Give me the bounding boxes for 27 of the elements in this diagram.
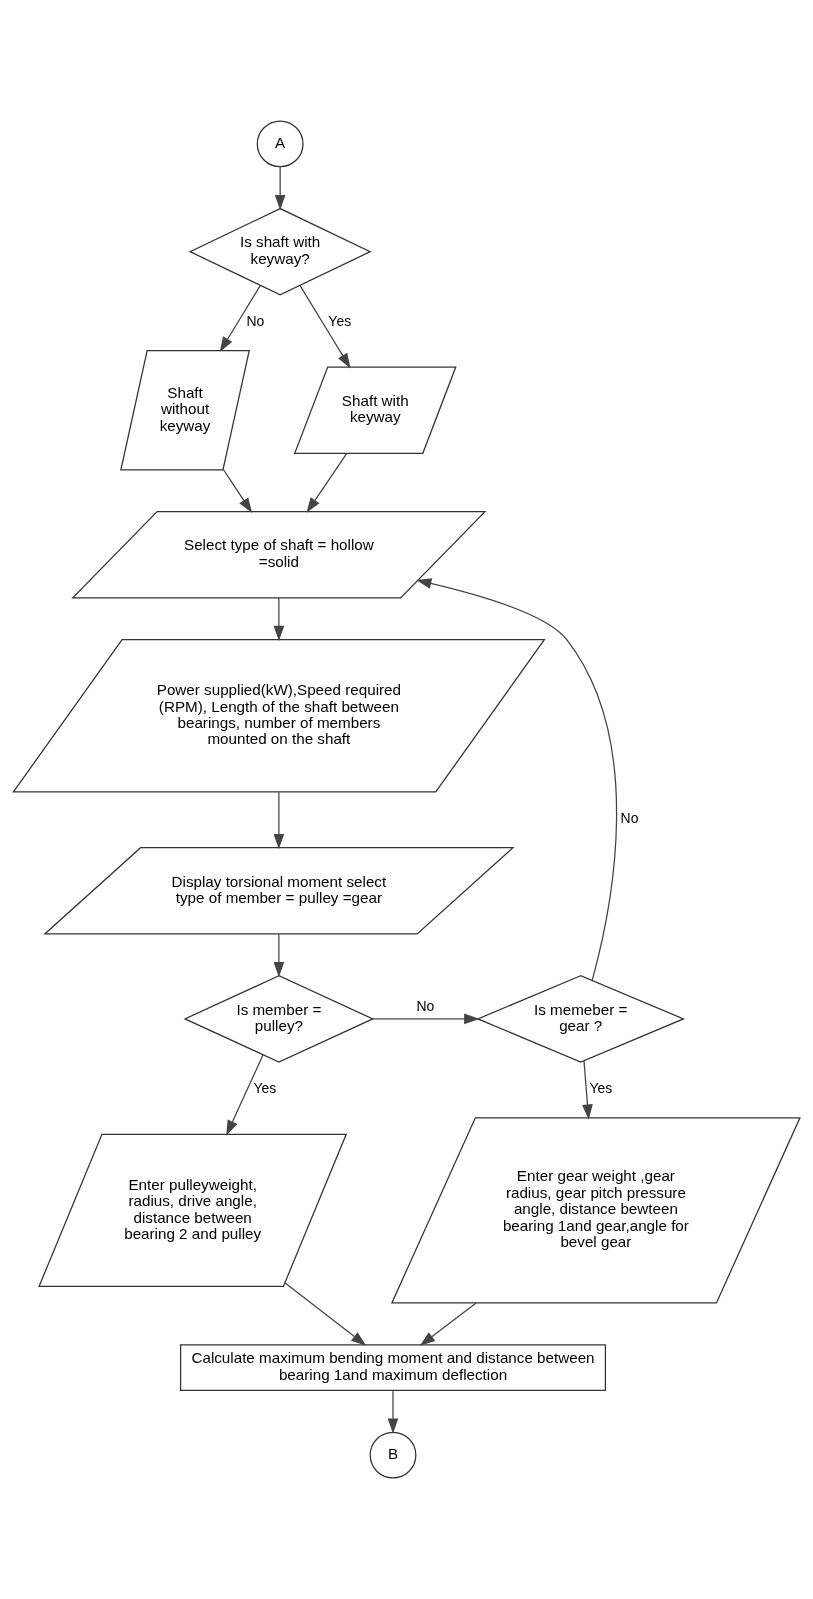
arrow bbox=[222, 468, 253, 514]
arrow bbox=[306, 453, 348, 513]
arrow bbox=[219, 285, 261, 353]
edge-label: Yes bbox=[589, 1080, 613, 1097]
arrow bbox=[387, 1390, 399, 1434]
node-diamond: Is memeber = gear ? bbox=[476, 975, 686, 1063]
arrow bbox=[416, 578, 618, 981]
edge-label: Yes bbox=[328, 313, 352, 330]
edge-label: Yes bbox=[253, 1080, 277, 1097]
node-box: Calculate maximum bending moment and distance between bearing 1and maximum deflection bbox=[179, 1344, 607, 1392]
arrow bbox=[226, 1054, 264, 1136]
edge-label: No bbox=[416, 998, 435, 1015]
node-diamond: Is member = pulley? bbox=[183, 975, 375, 1063]
arrow bbox=[419, 1302, 477, 1346]
edge-label: No bbox=[246, 313, 265, 330]
node-diamond: Is shaft with keyway? bbox=[188, 207, 372, 296]
arrow bbox=[372, 1013, 480, 1025]
arrow bbox=[284, 1282, 367, 1346]
node-circle: A bbox=[256, 120, 304, 168]
arrow bbox=[274, 166, 286, 211]
arrow bbox=[299, 285, 351, 369]
arrow bbox=[273, 791, 285, 850]
node-circle: B bbox=[369, 1431, 417, 1479]
arrow bbox=[273, 933, 285, 978]
arrow bbox=[582, 1060, 593, 1120]
edge-label: No bbox=[620, 810, 639, 827]
arrow bbox=[273, 597, 285, 642]
